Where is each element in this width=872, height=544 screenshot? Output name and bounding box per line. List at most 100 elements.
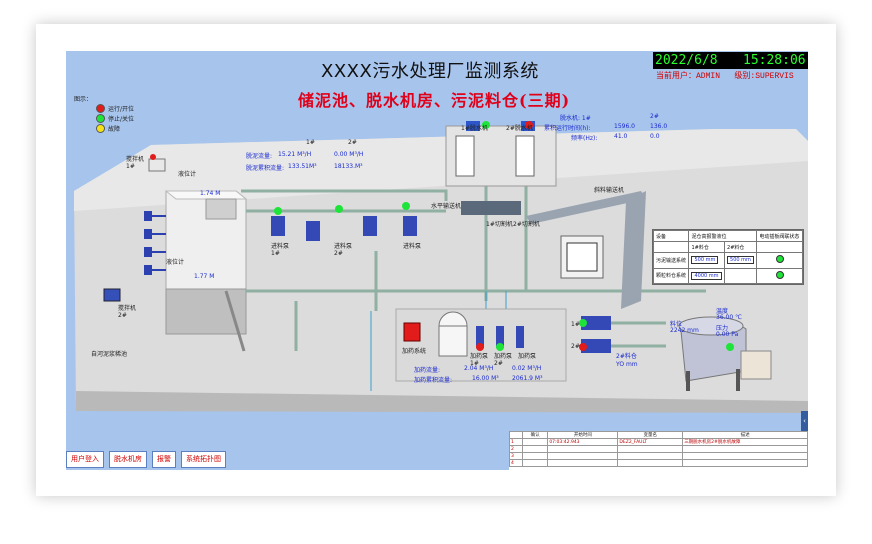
cutter-2-label: 2#切割机 <box>513 221 540 228</box>
tank-hatch <box>205 198 237 220</box>
ctrl-col-alarm: 泥仓高报警液位 <box>688 229 758 243</box>
freq-1: 41.0 <box>614 133 628 140</box>
legend-title: 图示： <box>74 96 93 103</box>
feed-pump-1-label: 进料泵 1# <box>271 243 290 257</box>
dose-pump-2-label: 加药泵 2# <box>494 353 513 367</box>
incline-conveyor-top <box>526 191 646 224</box>
stirrer-2-label: 搅拌机 2# <box>118 305 137 319</box>
dose-pump-1-label: 加药泵 1# <box>470 353 489 367</box>
mud-flow-label: 脱泥流量: <box>246 153 273 160</box>
flow-header-2: 2# <box>348 139 357 146</box>
green-dot-icon <box>96 113 105 123</box>
date-display: 2022/6/8 <box>655 53 718 68</box>
inflow-label: 自河泥浆稀池 <box>91 351 128 358</box>
level-1-value: 1.74 M <box>200 190 221 197</box>
screw-pump-1 <box>581 316 611 330</box>
dose-pump-2-status <box>496 343 504 351</box>
silo-leg-1 <box>686 371 690 391</box>
alarm-col-desc: 描述 <box>682 431 808 439</box>
floor-edge <box>76 391 808 413</box>
time-display: 15:28:06 <box>743 53 806 68</box>
legend-item-stopped: 停止/关位 <box>96 113 134 123</box>
flow-header-1: 1# <box>306 139 315 146</box>
chevron-left-icon[interactable]: ‹ <box>801 411 808 431</box>
freq-label: 频率(Hz): <box>571 135 598 142</box>
incline-conveyor-side <box>621 191 646 309</box>
current-user-label: 当前用户： <box>656 72 696 81</box>
cutter-drum <box>566 242 598 272</box>
page-subtitle: 储泥池、脱水机房、污泥料仓(三期) <box>298 91 571 110</box>
mud-flow-2: 0.00 M³/H <box>334 151 364 158</box>
table-row[interactable]: 2 <box>509 445 808 453</box>
dewater-2-label: 2#脱水机 <box>506 125 533 132</box>
stirrer-pipes <box>151 215 166 271</box>
table-row[interactable]: 3 <box>509 452 808 460</box>
user-info: 当前用户：ADMIN 级别:SUPERVIS <box>656 70 794 81</box>
mud-total-1: 133.51M³ <box>288 163 317 170</box>
current-user: ADMIN <box>696 72 721 81</box>
horizontal-conveyor-label: 水平输送机 <box>431 203 462 210</box>
control-panel: 设备 泥仓高报警液位 电动插板阀联状态 1#料仓 2#料仓 污泥输送系统 500… <box>652 229 804 285</box>
dose-pumps <box>476 326 524 348</box>
clock-display: 2022/6/8 15:28:06 <box>653 52 808 69</box>
topology-button[interactable]: 系统拓扑图 <box>181 451 226 468</box>
dewater-run-header-2: 2# <box>650 113 659 120</box>
dose-flow-2: 0.02 M³/H <box>512 365 542 372</box>
process-scene <box>74 121 808 413</box>
dewater-1 <box>455 135 475 177</box>
silo-pressure-value: 0.00 Pa <box>716 331 739 338</box>
dewater-2 <box>515 135 535 177</box>
dewater-1-motor <box>466 121 480 131</box>
login-button[interactable]: 用户登入 <box>66 451 104 468</box>
ctrl-row1-status-icon <box>775 255 784 264</box>
level-2-value: 1.77 M <box>194 273 215 280</box>
yellow-dot-icon <box>96 123 105 133</box>
silo-pressure-label: 压力 <box>716 325 729 332</box>
alarm-col-time: 开始时间 <box>547 431 619 439</box>
scada-screen: XXXX污水处理厂监测系统 2022/6/8 15:28:06 当前用户：ADM… <box>66 51 808 470</box>
silo-truck <box>740 350 772 380</box>
legend-item-running: 运行/开位 <box>96 103 134 113</box>
screw-pump-2-status <box>579 343 587 351</box>
silo-status <box>726 343 734 351</box>
screw-pump-1-label: 1# <box>571 321 580 328</box>
run-time-2: 136.0 <box>650 123 668 130</box>
bottom-nav: 用户登入 脱水机房 报警 系统拓扑图 <box>66 451 226 468</box>
tank-base <box>165 288 247 335</box>
dewater-run-header: 脱水机: 1# <box>560 115 591 122</box>
level-gauge-1-label: 液位计 <box>178 171 197 178</box>
ctrl-row2-label: 颗粒料仓系统 <box>652 267 690 285</box>
dewater-room-button[interactable]: 脱水机房 <box>109 451 147 468</box>
dose-total-1: 16.00 M³ <box>472 375 499 382</box>
ctrl-row1-input1[interactable]: 500 mm <box>691 256 719 265</box>
ctrl-col-valve: 电动插板阀联状态 <box>756 229 803 243</box>
ctrl-row2-input1[interactable]: 4000 mm <box>691 271 722 280</box>
stirrer-1-label: 搅拌机 1# <box>126 156 145 170</box>
ctrl-row1-input2[interactable]: 500 mm <box>727 256 754 265</box>
dose-flow-label: 加药流量: <box>414 367 441 374</box>
table-row[interactable]: 4 <box>509 459 808 467</box>
run-time-label: 累积运行时间(h): <box>544 125 591 132</box>
silo-temp-label: 温度 <box>716 308 729 315</box>
dose-total-2: 2061.9 M³ <box>512 375 543 382</box>
table-row[interactable]: 1 07:03:42.943 DEZ2_FAULT 三期脱水机房2#脱水机故障 <box>509 438 808 446</box>
feed-pumps <box>271 202 417 241</box>
dosing-system-label: 加药系统 <box>402 348 427 355</box>
stairs <box>224 290 246 352</box>
ctrl-col-device: 设备 <box>652 229 690 243</box>
legend-item-fault: 故障 <box>96 123 134 133</box>
dewater-1-label: 1#脱水机 <box>461 125 488 132</box>
dosing-tank-body <box>438 325 468 357</box>
mud-flow-1: 15.21 M³/H <box>278 151 312 158</box>
ctrl-sub-silo1: 1#料仓 <box>688 241 726 254</box>
alarm-table: 确认 开始时间 变量名 描述 1 07:03:42.943 DEZ2_FAULT… <box>509 431 808 470</box>
alarm-button[interactable]: 报警 <box>152 451 176 468</box>
stirrer-1 <box>148 158 166 172</box>
dose-pump-3-label: 加药泵 <box>518 353 537 360</box>
screw-pump-2 <box>581 339 611 353</box>
dose-total-label: 加药累积流量: <box>414 377 453 384</box>
screw-pump-2-label: 2# <box>571 343 580 350</box>
alarm-col-var: 变量名 <box>617 431 684 439</box>
silo-leg-2 <box>736 369 740 391</box>
stirrer-2 <box>103 288 121 302</box>
